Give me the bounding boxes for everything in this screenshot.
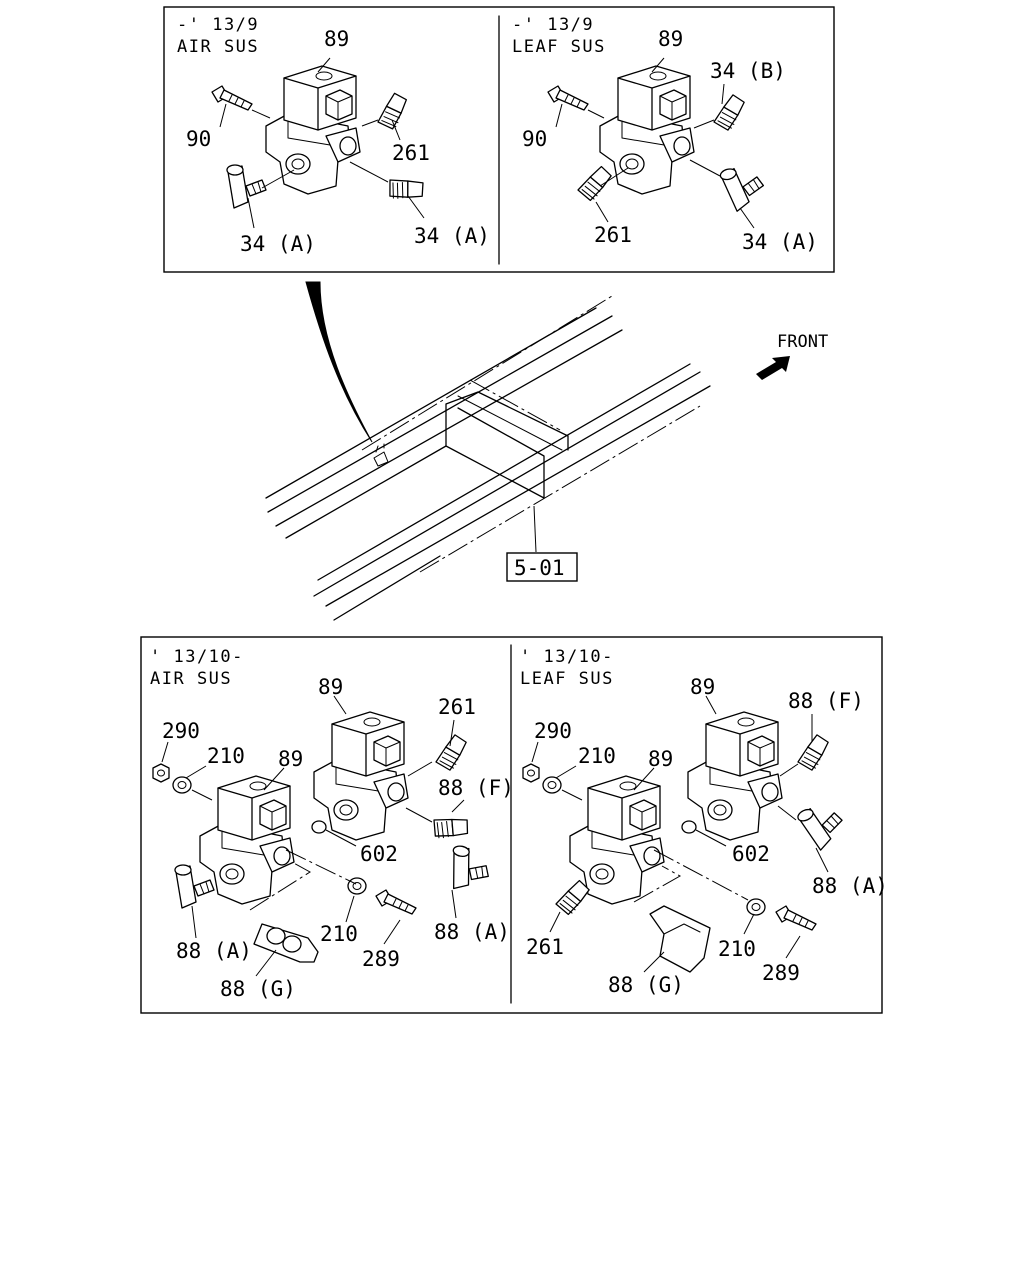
panel-header-date: -' 13/9 <box>512 15 594 35</box>
part-label: 210 <box>578 744 616 768</box>
part-label: 34 (A) <box>742 230 818 254</box>
bolt-part-289 <box>375 889 417 915</box>
fitting-part-34a-right <box>382 167 429 211</box>
panel-bottom-leaf-sus: ' 13/10- LEAF SUS 89 88 (F) 29 <box>520 647 888 997</box>
o-ring-part-602 <box>681 820 697 834</box>
part-label: 289 <box>762 961 800 985</box>
panel-top-leaf-sus: -' 13/9 LEAF SUS 89 34 (B) 90 261 34 (A) <box>512 15 818 254</box>
part-label: 90 <box>522 127 547 151</box>
panel-header-type: LEAF SUS <box>512 37 606 57</box>
panel-header-type: AIR SUS <box>150 669 232 689</box>
top-panel-frame <box>163 6 835 273</box>
chassis-frame <box>265 281 711 621</box>
fitting-part-261 <box>572 163 618 204</box>
part-label: 34 (B) <box>710 59 786 83</box>
part-label: 89 <box>658 27 683 51</box>
elbow-part-88a <box>795 796 851 854</box>
part-label: 290 <box>162 719 200 743</box>
part-label: 88 (G) <box>608 973 684 997</box>
part-label: 261 <box>594 223 632 247</box>
front-arrow-icon <box>756 356 790 380</box>
part-label: 602 <box>360 842 398 866</box>
nut-part-290 <box>152 763 170 783</box>
fitting-part-88f <box>427 806 474 849</box>
solenoid-valve-upper-part-89 <box>313 711 409 841</box>
part-label: 88 (A) <box>434 920 510 944</box>
nut-part-290 <box>522 763 540 783</box>
panel-header-date: ' 13/10- <box>150 647 244 667</box>
part-label: 89 <box>324 27 349 51</box>
part-label: 88 (A) <box>176 939 252 963</box>
washer-part-210-lower <box>746 898 766 916</box>
callout-arrow <box>305 281 373 443</box>
solenoid-valve-upper-part-89 <box>687 711 783 841</box>
part-label: 261 <box>438 695 476 719</box>
part-label: 88 (G) <box>220 977 296 1001</box>
connector-part-88g <box>649 905 711 973</box>
part-label: 88 (A) <box>812 874 888 898</box>
solenoid-valve-part-89 <box>265 65 361 195</box>
fitting-part-34b <box>706 91 753 135</box>
part-label: 34 (A) <box>240 232 316 256</box>
panel-header-type: LEAF SUS <box>520 669 614 689</box>
front-direction-indicator: FRONT <box>756 332 828 380</box>
part-label: 210 <box>320 922 358 946</box>
elbow-part-88a-right <box>446 844 494 895</box>
fitting-part-261 <box>369 89 417 135</box>
elbow-part-88a-left <box>174 864 215 909</box>
part-label: 290 <box>534 719 572 743</box>
solenoid-valve-lower-part-89 <box>199 775 295 905</box>
part-label: 90 <box>186 127 211 151</box>
panel-header-date: -' 13/9 <box>177 15 259 35</box>
o-ring-part-602 <box>311 820 327 834</box>
fitting-part-88f <box>790 731 837 775</box>
bottom-panel-frame <box>140 636 883 1014</box>
part-label: 261 <box>526 935 564 959</box>
bolt-part-90 <box>211 85 253 111</box>
connector-part-88g <box>253 923 319 963</box>
panel-header-type: AIR SUS <box>177 37 259 57</box>
part-label: 88 (F) <box>438 776 514 800</box>
reference-box-label: 5-01 <box>514 556 565 580</box>
elbow-part-34a-left <box>226 164 267 209</box>
washer-part-210 <box>172 776 192 794</box>
part-label: 602 <box>732 842 770 866</box>
washer-part-210 <box>542 776 562 794</box>
elbow-part-34a <box>718 160 769 214</box>
part-label: 89 <box>278 747 303 771</box>
washer-part-210-lower <box>347 877 367 895</box>
part-label: 89 <box>318 675 343 699</box>
bolt-part-289 <box>775 905 817 931</box>
part-label: 210 <box>207 744 245 768</box>
front-label: FRONT <box>777 332 828 352</box>
part-label: 88 (F) <box>788 689 864 713</box>
panel-top-air-sus: -' 13/9 AIR SUS 89 90 261 34 (A) 34 (A) <box>177 15 490 256</box>
part-label: 210 <box>718 937 756 961</box>
part-label: 289 <box>362 947 400 971</box>
bolt-part-90 <box>547 85 589 111</box>
part-label: 261 <box>392 141 430 165</box>
reference-box-5-01[interactable]: 5-01 <box>506 552 578 582</box>
part-label: 89 <box>690 675 715 699</box>
panel-header-date: ' 13/10- <box>520 647 614 667</box>
panel-bottom-air-sus: ' 13/10- AIR SUS 89 <box>150 647 514 1001</box>
part-label: 34 (A) <box>414 224 490 248</box>
part-label: 89 <box>648 747 673 771</box>
solenoid-valve-part-89 <box>599 65 695 195</box>
